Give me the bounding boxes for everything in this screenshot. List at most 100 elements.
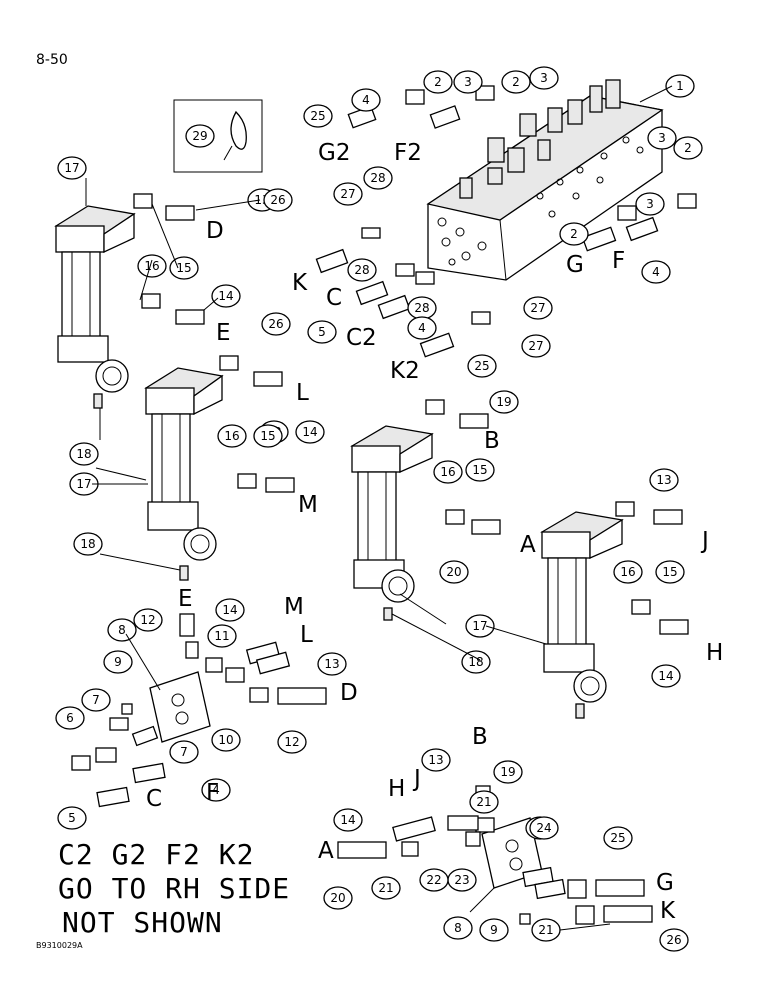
callout-16: 16 xyxy=(433,460,463,484)
callout-label: 17 xyxy=(76,477,91,491)
port-letter-j: J xyxy=(700,528,709,554)
callout-24: 24 xyxy=(529,816,559,840)
port-letter-l: L xyxy=(300,622,313,648)
callout-6: 6 xyxy=(55,706,85,730)
callout-12: 12 xyxy=(133,608,163,632)
port-letter-m: M xyxy=(284,594,304,620)
callout-12: 12 xyxy=(277,730,307,754)
callout-28: 28 xyxy=(407,296,437,320)
callout-11: 11 xyxy=(207,624,237,648)
callout-label: 2 xyxy=(684,141,692,155)
callout-label: 28 xyxy=(414,301,429,315)
callout-label: 3 xyxy=(464,75,472,89)
callout-25: 25 xyxy=(603,826,633,850)
callout-8: 8 xyxy=(443,916,473,940)
callout-3: 3 xyxy=(635,192,665,216)
callout-14: 14 xyxy=(215,598,245,622)
callout-26: 26 xyxy=(261,312,291,336)
port-letter-f: F xyxy=(612,248,625,274)
callout-label: 9 xyxy=(490,923,498,937)
pin-icon xyxy=(230,110,247,150)
callout-13: 13 xyxy=(421,748,451,772)
callout-5: 5 xyxy=(57,806,87,830)
callout-27: 27 xyxy=(523,296,553,320)
port-letter-e: E xyxy=(178,586,193,612)
callout-label: 1 xyxy=(676,79,684,93)
callout-label: 13 xyxy=(324,657,339,671)
callout-label: 13 xyxy=(428,753,443,767)
valve-block xyxy=(426,79,664,281)
leader-lines xyxy=(85,85,673,931)
port-letter-d: D xyxy=(340,680,358,706)
callout-15: 15 xyxy=(465,458,495,482)
callout-3: 3 xyxy=(647,126,677,150)
callout-19: 19 xyxy=(489,390,519,414)
callout-15: 15 xyxy=(169,256,199,280)
callout-18: 18 xyxy=(461,650,491,674)
port-letter-f2: F2 xyxy=(394,140,422,166)
callout-21: 21 xyxy=(371,876,401,900)
port-letter-e: E xyxy=(216,320,231,346)
port-letter-h: H xyxy=(706,640,723,666)
callout-label: 25 xyxy=(310,109,325,123)
callout-label: 15 xyxy=(176,261,191,275)
port-letter-m: M xyxy=(298,492,318,518)
callout-3: 3 xyxy=(529,66,559,90)
callout-13: 13 xyxy=(649,468,679,492)
callout-label: 2 xyxy=(434,75,442,89)
port-letter-l: L xyxy=(296,380,309,406)
callout-label: 18 xyxy=(76,447,91,461)
callout-label: 14 xyxy=(218,289,233,303)
callout-label: 27 xyxy=(528,339,543,353)
callout-label: 25 xyxy=(610,831,625,845)
callout-label: 28 xyxy=(354,263,369,277)
callout-label: 5 xyxy=(318,325,326,339)
callout-label: 29 xyxy=(192,129,207,143)
port-letter-g: G xyxy=(656,870,674,896)
callout-26: 26 xyxy=(263,188,293,212)
cylinder-middle-left xyxy=(144,367,224,581)
port-letter-g: G xyxy=(566,252,584,278)
callout-label: 20 xyxy=(330,891,345,905)
callout-29: 29 xyxy=(185,124,215,148)
callout-label: 15 xyxy=(260,429,275,443)
callout-label: 14 xyxy=(302,425,317,439)
port-letter-c: C xyxy=(146,786,162,812)
callout-label: 4 xyxy=(362,93,370,107)
callout-2: 2 xyxy=(559,222,589,246)
callout-label: 26 xyxy=(666,933,681,947)
callout-27: 27 xyxy=(333,182,363,206)
callout-2: 2 xyxy=(501,70,531,94)
callout-label: 25 xyxy=(474,359,489,373)
callout-label: 24 xyxy=(536,821,551,835)
callout-label: 3 xyxy=(646,197,654,211)
callout-2: 2 xyxy=(673,136,703,160)
port-letter-h: H xyxy=(388,776,405,802)
callout-label: 19 xyxy=(500,765,515,779)
callout-label: 7 xyxy=(92,693,100,707)
note-block: C2 G2 F2 K2 GO TO RH SIDE NOT SHOWN xyxy=(58,838,289,939)
port-letter-c: C xyxy=(326,285,342,311)
callout-label: 4 xyxy=(212,783,220,797)
callout-label: 14 xyxy=(222,603,237,617)
port-letter-g2: G2 xyxy=(318,140,350,166)
callout-27: 27 xyxy=(521,334,551,358)
callout-label: 21 xyxy=(538,923,553,937)
cylinder-upper-left xyxy=(54,205,136,409)
callout-label: 16 xyxy=(144,259,159,273)
callout-label: 21 xyxy=(378,881,393,895)
port-letter-c2: C2 xyxy=(346,325,377,351)
callout-label: 26 xyxy=(270,193,285,207)
callout-4: 4 xyxy=(407,316,437,340)
callout-label: 12 xyxy=(140,613,155,627)
port-letter-k: K xyxy=(660,898,676,924)
callout-label: 28 xyxy=(370,171,385,185)
callout-19: 19 xyxy=(493,760,523,784)
callout-7: 7 xyxy=(169,740,199,764)
callout-15: 15 xyxy=(253,424,283,448)
callout-4: 4 xyxy=(351,88,381,112)
callout-label: 8 xyxy=(454,921,462,935)
